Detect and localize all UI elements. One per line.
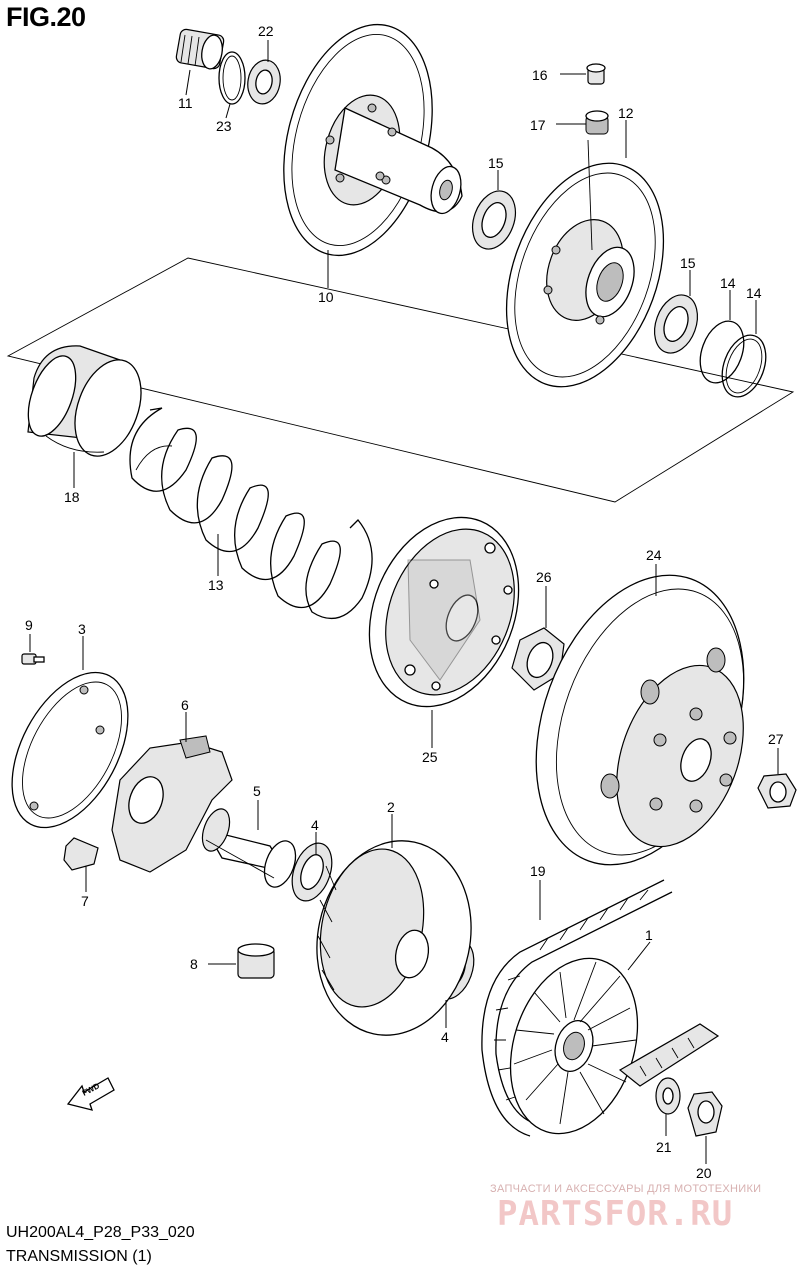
callout-23: 23: [216, 118, 232, 134]
part-17-collar[interactable]: [585, 110, 609, 135]
part-18-spring-seat[interactable]: [19, 345, 153, 465]
fwd-arrow: FWD: [66, 1077, 115, 1111]
assembly-bracket: [6, 257, 795, 503]
part-11-needle-bearing[interactable]: [175, 28, 225, 70]
callout-14b: 14: [746, 285, 762, 301]
part-12-movable-driven-face[interactable]: [478, 139, 693, 409]
part-26-nut[interactable]: [511, 627, 565, 691]
part-13-spring[interactable]: [129, 407, 373, 620]
callout-21: 21: [656, 1139, 672, 1155]
part-27-nut[interactable]: [757, 773, 797, 809]
callout-15b: 15: [680, 255, 696, 271]
part-7-slider[interactable]: [63, 837, 99, 871]
callout-3: 3: [78, 621, 86, 637]
callout-labels: 1 2 3 4 4 5 6 7 8 9 10 11 12 13 14 14 15…: [25, 23, 784, 1181]
callout-19: 19: [530, 863, 546, 879]
callout-25: 25: [422, 749, 438, 765]
callout-14a: 14: [720, 275, 736, 291]
part-4-oil-seal-upper[interactable]: [285, 838, 339, 907]
figure-title: FIG.20: [6, 2, 86, 32]
callout-4-lower: 4: [441, 1029, 449, 1045]
callout-18: 18: [64, 489, 80, 505]
part-1-drive-face[interactable]: [489, 942, 720, 1150]
part-14-o-ring-a[interactable]: [692, 315, 751, 389]
callout-8: 8: [190, 956, 198, 972]
section-title: TRANSMISSION (1): [6, 1248, 152, 1265]
figure-code: UH200AL4_P28_P33_020: [6, 1224, 195, 1241]
part-5-sleeve[interactable]: [197, 805, 301, 891]
callout-26: 26: [536, 569, 552, 585]
part-25-clutch-shoe[interactable]: [342, 495, 545, 729]
part-20-nut[interactable]: [687, 1091, 723, 1137]
callout-15a: 15: [488, 155, 504, 171]
callout-13: 13: [208, 577, 224, 593]
callout-20: 20: [696, 1165, 712, 1181]
watermark-tagline: ЗАПЧАСТИ И АКСЕССУАРЫ ДЛЯ МОТОТЕХНИКИ: [490, 1183, 762, 1195]
callout-1: 1: [645, 927, 653, 943]
part-16-pin[interactable]: [586, 63, 606, 85]
part-2-movable-drive-face[interactable]: [299, 826, 488, 1049]
callout-22: 22: [258, 23, 274, 39]
callout-27: 27: [768, 731, 784, 747]
part-19-v-belt[interactable]: [481, 879, 673, 1137]
callout-12: 12: [618, 105, 634, 121]
callout-17: 17: [530, 117, 546, 133]
callout-16: 16: [532, 67, 548, 83]
part-15-oil-seal-lower[interactable]: [647, 289, 705, 359]
part-9-screw[interactable]: [21, 653, 45, 665]
part-15-oil-seal-upper[interactable]: [465, 185, 523, 255]
part-6-ramp-plate[interactable]: [111, 735, 233, 873]
watermark-brand: PARTSFOR.RU: [497, 1194, 734, 1234]
callout-10: 10: [318, 289, 334, 305]
part-3-cover-plate[interactable]: [0, 653, 152, 846]
callout-5: 5: [253, 783, 261, 799]
callout-24: 24: [646, 547, 662, 563]
part-22-oil-seal[interactable]: [244, 58, 283, 107]
callout-2: 2: [387, 799, 395, 815]
leader-lines: [29, 40, 779, 1164]
part-23-circlip[interactable]: [218, 51, 246, 105]
part-24-clutch-housing[interactable]: [498, 546, 781, 894]
part-8-bushing[interactable]: [237, 943, 275, 979]
callout-9: 9: [25, 617, 33, 633]
part-10-driven-face[interactable]: [260, 8, 466, 272]
callout-6: 6: [181, 697, 189, 713]
callout-4-upper: 4: [311, 817, 319, 833]
part-21-washer[interactable]: [655, 1077, 681, 1115]
callout-11: 11: [178, 95, 193, 111]
callout-7: 7: [81, 893, 89, 909]
part-14-o-ring-b[interactable]: [714, 329, 773, 403]
